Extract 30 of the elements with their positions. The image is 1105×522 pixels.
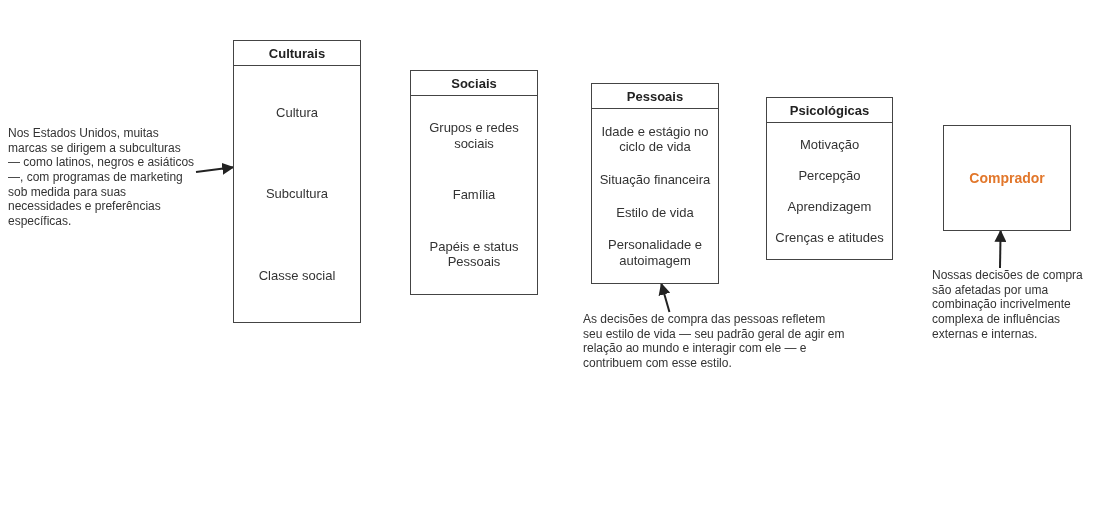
factor-item: Situação financeira: [599, 171, 711, 188]
factor-column: [410, 70, 538, 295]
factor-item: Classe social: [258, 267, 336, 284]
arrow: [658, 282, 671, 313]
buyer-label: Comprador: [969, 170, 1045, 186]
factor-item: Aprendizagem: [787, 198, 872, 215]
note-text: Nos Estados Unidos, muitas marcas se dirigem a subculturas — como latinos, negros e asiáticos —, com programas de marketing sob medida para suas necessidades e preferências específicas.: [8, 126, 196, 229]
factor-item: Família: [452, 187, 496, 203]
arrow: [994, 229, 1007, 269]
factor-item: Personalidade e autoimagem: [607, 237, 703, 269]
factor-item: Idade e estágio no ciclo de vida: [600, 123, 710, 155]
column-heading: Pessoais: [592, 84, 718, 109]
factor-item: Motivação: [799, 136, 860, 153]
factor-item: Percepção: [798, 167, 861, 184]
note-text: As decisões de compra das pessoas refletem seu estilo de vida — seu padrão geral de agir em relação ao mundo e interagir com ele — e contribuem com esse estilo.: [583, 312, 845, 371]
factor-column: [591, 83, 719, 284]
factor-column: [766, 97, 893, 260]
column-heading: Sociais: [411, 71, 537, 96]
factor-column: [233, 40, 361, 323]
buyer-box: [943, 125, 1071, 231]
factor-item: Cultura: [276, 104, 318, 121]
factor-item: Subcultura: [265, 186, 329, 202]
note-text: Nossas decisões de compra são afetadas por uma combinação incrivelmente complexa de influências externas e internas.: [932, 268, 1084, 342]
factor-item: Crenças e atitudes: [775, 229, 884, 246]
column-heading: Culturais: [234, 41, 360, 66]
column-heading: Psicológicas: [767, 98, 892, 123]
factor-item: Grupos e redes sociais: [428, 120, 520, 152]
factor-item: Estilo de vida: [616, 204, 694, 221]
arrow: [195, 162, 235, 175]
factor-item: Papéis e status Pessoais: [428, 238, 520, 270]
